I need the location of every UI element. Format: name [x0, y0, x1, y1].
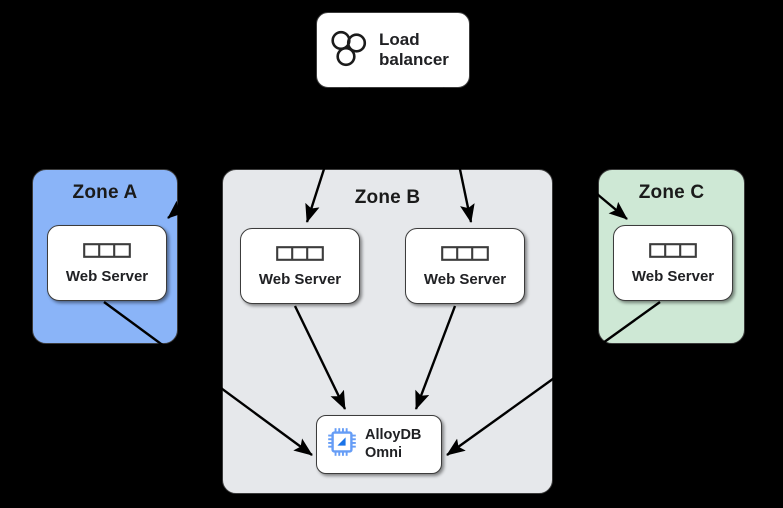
web-server-node-zone-b-2[interactable]: Web Server — [405, 228, 525, 304]
load-balancer-label-line2: balancer — [379, 50, 449, 69]
cpu-chip-icon — [327, 427, 357, 462]
alloydb-omni-label: AlloyDB Omni — [365, 427, 421, 461]
alloydb-omni-label-line2: Omni — [365, 444, 403, 461]
load-balancer-label-line1: Load — [379, 30, 420, 50]
web-server-label: Web Server — [423, 270, 507, 288]
server-rack-icon — [276, 245, 324, 266]
server-rack-icon — [649, 242, 697, 263]
load-balancer-label: Load balancer — [379, 30, 449, 69]
web-server-node-zone-a[interactable]: Web Server — [47, 225, 167, 301]
web-server-label: Web Server — [631, 267, 715, 285]
web-server-node-zone-b-1[interactable]: Web Server — [240, 228, 360, 304]
alloydb-omni-node[interactable]: AlloyDB Omni — [316, 415, 442, 474]
three-circles-icon — [329, 28, 369, 73]
server-rack-icon — [83, 242, 131, 263]
load-balancer-node[interactable]: Load balancer — [316, 12, 470, 88]
zone-a-label: Zone A — [72, 182, 138, 203]
web-server-node-zone-c[interactable]: Web Server — [613, 225, 733, 301]
server-rack-icon — [441, 245, 489, 266]
web-server-label: Web Server — [65, 267, 149, 285]
web-server-label: Web Server — [258, 270, 342, 288]
zone-c-label: Zone C — [638, 182, 705, 203]
alloydb-omni-label-line1: AlloyDB — [365, 427, 422, 444]
zone-b-label: Zone B — [354, 187, 421, 208]
